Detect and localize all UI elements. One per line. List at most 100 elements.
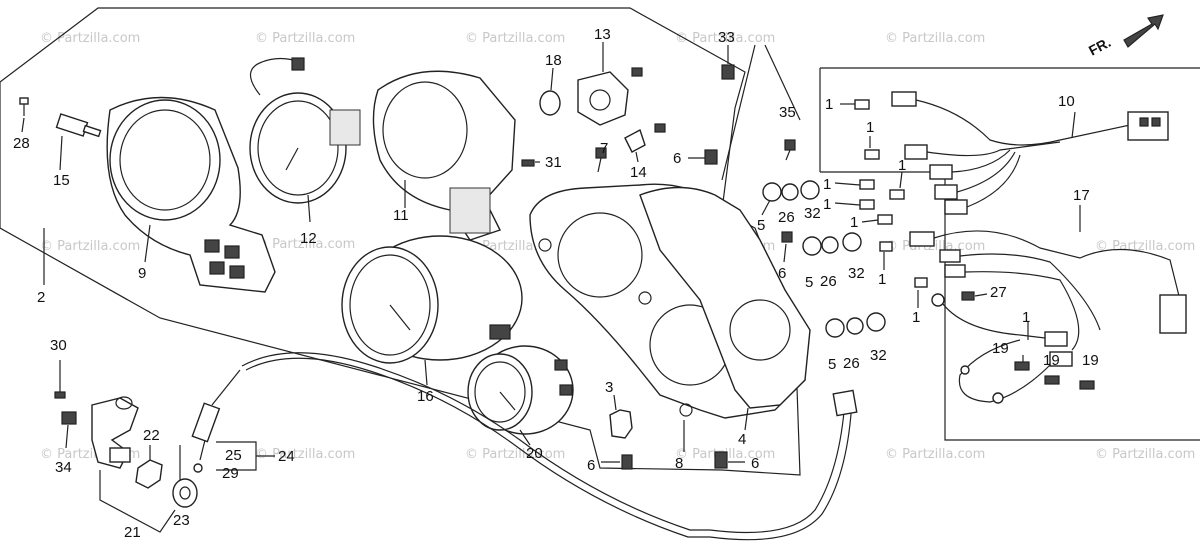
label-1: 1 bbox=[866, 119, 874, 136]
part-6-screw bbox=[714, 451, 728, 469]
label-33: 33 bbox=[718, 29, 735, 46]
label-6: 6 bbox=[751, 455, 759, 472]
washer-set-middle bbox=[781, 231, 862, 256]
label-22: 22 bbox=[143, 427, 160, 444]
wiring-box-outline bbox=[819, 67, 1200, 441]
label-1: 1 bbox=[912, 309, 920, 326]
label-9: 9 bbox=[138, 265, 146, 282]
label-7: 7 bbox=[600, 140, 608, 157]
part-23-bushing bbox=[172, 478, 198, 508]
label-19: 19 bbox=[1082, 352, 1099, 369]
part-30-bolt bbox=[54, 391, 66, 399]
assembly-outline bbox=[0, 7, 801, 476]
part-17-wire-harness bbox=[879, 230, 1187, 404]
part-24-speedometer-cable bbox=[191, 352, 858, 541]
part-35-bolt bbox=[784, 139, 796, 161]
watermark: © Partzilla.com bbox=[255, 237, 355, 252]
watermark: © Partzilla.com bbox=[675, 31, 775, 46]
label-2: 2 bbox=[37, 289, 45, 306]
part-13-gear-housing bbox=[577, 42, 643, 126]
label-1: 1 bbox=[850, 214, 858, 231]
part-18-o-ring bbox=[539, 90, 561, 116]
label-26: 26 bbox=[820, 273, 837, 290]
part-4-meter-panel bbox=[639, 186, 811, 431]
label-1: 1 bbox=[1022, 309, 1030, 326]
front-direction-label: FR. bbox=[1086, 34, 1113, 59]
front-direction-arrow: FR. bbox=[1086, 14, 1164, 59]
part-6-screw bbox=[621, 454, 633, 470]
leader-line bbox=[721, 44, 756, 181]
label-10: 10 bbox=[1058, 93, 1075, 110]
label-4: 4 bbox=[738, 431, 746, 448]
leader-line bbox=[550, 67, 554, 91]
label-19: 19 bbox=[992, 340, 1009, 357]
part-3-grommet bbox=[609, 394, 633, 439]
part-15-reset-knob bbox=[55, 113, 102, 138]
part-28-screw bbox=[19, 97, 29, 116]
watermark: © Partzilla.com bbox=[40, 31, 140, 46]
label-6: 6 bbox=[673, 150, 681, 167]
part-11-meter-housing bbox=[372, 70, 516, 241]
part-33-grommet bbox=[721, 45, 735, 80]
label-16: 16 bbox=[417, 388, 434, 405]
label-21: 21 bbox=[124, 524, 141, 541]
part-12-speedometer bbox=[249, 57, 361, 223]
label-1: 1 bbox=[823, 196, 831, 213]
label-24: 24 bbox=[278, 448, 295, 465]
label-27: 27 bbox=[990, 284, 1007, 301]
label-35: 35 bbox=[779, 104, 796, 121]
label-32: 32 bbox=[870, 347, 887, 364]
watermark: © Partzilla.com bbox=[255, 31, 355, 46]
washer-set-upper bbox=[762, 180, 820, 202]
part-7-screw bbox=[595, 147, 607, 173]
washer-set-lower bbox=[825, 312, 886, 338]
label-5: 5 bbox=[757, 217, 765, 234]
label-25: 25 bbox=[225, 447, 242, 464]
part-6-screw bbox=[704, 149, 718, 165]
label-1: 1 bbox=[898, 157, 906, 174]
label-32: 32 bbox=[804, 205, 821, 222]
label-28: 28 bbox=[13, 135, 30, 152]
label-5: 5 bbox=[828, 356, 836, 373]
label-3: 3 bbox=[605, 379, 613, 396]
label-14: 14 bbox=[630, 164, 647, 181]
part-9-meter-case bbox=[106, 96, 276, 293]
label-29: 29 bbox=[222, 465, 239, 482]
label-15: 15 bbox=[53, 172, 70, 189]
label-34: 34 bbox=[55, 459, 72, 476]
part-22-gear bbox=[135, 459, 163, 489]
label-32: 32 bbox=[848, 265, 865, 282]
part-34-screw bbox=[61, 411, 77, 449]
watermark: © Partzilla.com bbox=[465, 31, 565, 46]
label-13: 13 bbox=[594, 26, 611, 43]
part-21-gear-box bbox=[91, 396, 176, 533]
label-23: 23 bbox=[173, 512, 190, 529]
label-17: 17 bbox=[1073, 187, 1090, 204]
label-18: 18 bbox=[545, 52, 562, 69]
label-1: 1 bbox=[823, 176, 831, 193]
leader-lines bbox=[21, 103, 1081, 480]
label-11: 11 bbox=[393, 207, 409, 224]
part-14-clip bbox=[624, 123, 666, 163]
label-12: 12 bbox=[300, 230, 317, 247]
part-20-gauge bbox=[467, 345, 574, 446]
label-1: 1 bbox=[825, 96, 833, 113]
label-30: 30 bbox=[50, 337, 67, 354]
label-20: 20 bbox=[526, 445, 543, 462]
label-5: 5 bbox=[805, 274, 813, 291]
label-8: 8 bbox=[675, 455, 683, 472]
part-19-screw bbox=[1044, 375, 1060, 385]
part-labels: 28 15 9 2 12 11 18 13 33 35 7 31 14 6 10… bbox=[13, 26, 1099, 541]
label-26: 26 bbox=[843, 355, 860, 372]
watermark: © Partzilla.com bbox=[255, 447, 355, 462]
leader-line bbox=[764, 44, 801, 121]
part-19-screw bbox=[1014, 361, 1030, 371]
part-16-tachometer bbox=[341, 235, 523, 386]
label-31: 31 bbox=[545, 154, 562, 171]
label-19: 19 bbox=[1043, 352, 1060, 369]
label-6: 6 bbox=[587, 457, 595, 474]
watermark: © Partzilla.com bbox=[1095, 239, 1195, 254]
watermark: © Partzilla.com bbox=[885, 239, 985, 254]
watermark: © Partzilla.com bbox=[885, 31, 985, 46]
